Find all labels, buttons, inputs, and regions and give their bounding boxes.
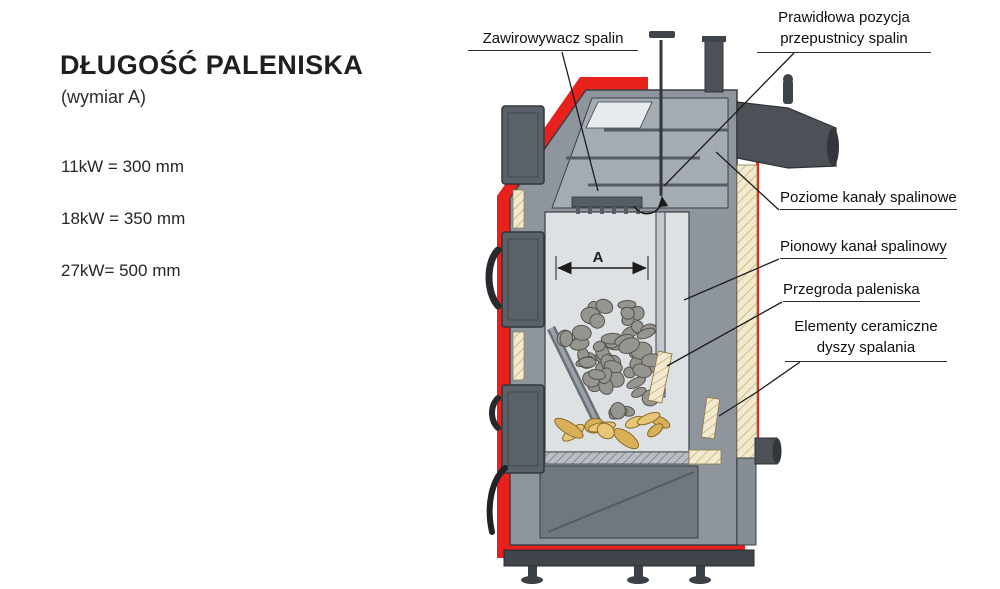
label-ceramiczne-line1: Elementy ceramiczne: [794, 318, 938, 335]
dimension-a: A: [555, 249, 649, 280]
label-przepustnica-line2: przepustnicy spalin: [780, 30, 908, 47]
label-pionowy: Pionowy kanał spalinowy: [780, 238, 947, 259]
ash-compartment: [503, 465, 755, 584]
middle-door: [501, 231, 545, 328]
label-przepustnica: Prawidłowa pozycja przepustnicy spalin: [757, 7, 931, 53]
fuel-stones: [556, 298, 662, 420]
leader-poziome: [715, 151, 780, 211]
outlet-bolt: [783, 80, 793, 104]
leader-przegroda: [666, 301, 783, 367]
spec-11kw: 11kW = 300 mm: [61, 157, 184, 176]
leader-lines: [561, 51, 801, 417]
page-title: DŁUGOŚĆ PALENISKA: [60, 50, 364, 80]
label-ceramiczne-line2: dyszy spalania: [816, 339, 916, 356]
swirl-device: [571, 196, 669, 215]
left-doors: [485, 105, 545, 535]
wood-logs: [554, 411, 671, 450]
label-poziome: Poziome kanały spalinowe: [780, 189, 957, 210]
dimension-a-label: A: [593, 249, 604, 266]
label-ceramiczne: Elementy ceramiczne dyszy spalania: [785, 316, 947, 362]
label-zawirowywacz: Zawirowywacz spalin: [468, 30, 638, 51]
red-casing: [497, 77, 759, 558]
leader-zawirowywacz: [561, 51, 599, 192]
chimney-stub: [649, 31, 726, 196]
spec-18kw: 18kW = 350 mm: [61, 209, 186, 228]
base-plate: [503, 549, 755, 567]
upper-door: [501, 105, 545, 185]
leader-ceramiczne: [718, 361, 801, 417]
grate: [544, 449, 722, 465]
horizontal-flue-channels: [551, 97, 729, 209]
lower-door-handle: [489, 395, 501, 431]
insulation-column: [736, 164, 782, 546]
ceramic-elements: [647, 350, 721, 440]
page-subtitle: (wymiar A): [61, 87, 146, 107]
flue-outlet: [736, 74, 839, 169]
leader-pionowy: [683, 258, 780, 301]
bottom-lever: [486, 465, 508, 535]
spec-27kw: 27kW= 500 mm: [61, 261, 181, 280]
label-przepustnica-line1: Prawidłowa pozycja: [778, 9, 910, 26]
damper-rotation-arrow: [633, 196, 669, 215]
label-przegroda: Przegroda paleniska: [783, 281, 920, 302]
leader-przepustnica: [663, 52, 795, 187]
middle-door-handle: [485, 246, 502, 310]
feet: [521, 566, 711, 584]
lower-door: [501, 384, 545, 474]
damper-handle: [649, 31, 675, 38]
